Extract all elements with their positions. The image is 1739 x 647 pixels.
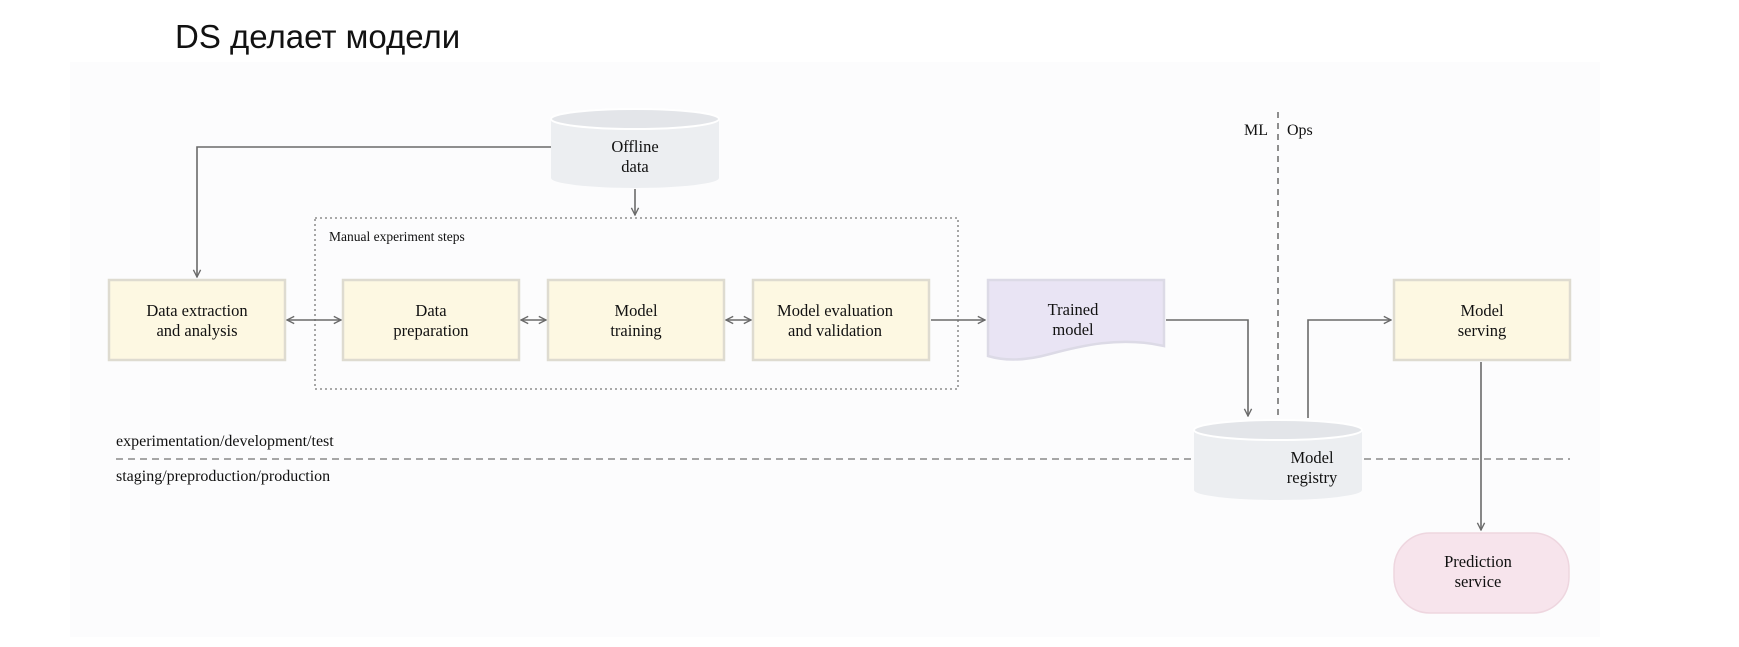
arrow-trained-model-to-registry [1166, 319, 1248, 416]
arrow-registry-to-serving [1307, 320, 1391, 418]
data-extraction-label-line-2: and analysis [156, 321, 237, 340]
model-serving-label-line-1: Model [1460, 301, 1503, 320]
ops-label: Ops [1287, 122, 1313, 139]
data-preparation-box: Data preparation [341, 278, 521, 362]
trained-model-artifact: Trained model [986, 278, 1166, 361]
prediction-service-label-line-2: service [1455, 572, 1502, 591]
data-preparation-label-line-1: Data [415, 301, 447, 320]
data-preparation-label-line-2: preparation [393, 321, 468, 340]
trained-model-label-line-1: Trained [1048, 300, 1099, 319]
offline-data-label-line-2: data [621, 157, 649, 176]
model-registry-store: Model registry [1193, 419, 1363, 500]
prediction-service-label-line-1: Prediction [1444, 552, 1512, 571]
zone-label-development: experimentation/development/test [116, 433, 334, 450]
model-serving-box: Model serving [1392, 278, 1572, 362]
prediction-service-node: Prediction service [1393, 532, 1570, 614]
model-registry-label-line-1: Model [1290, 448, 1333, 467]
slide-title: DS делает модели [175, 18, 461, 55]
model-training-label-line-2: training [610, 321, 661, 340]
model-evaluation-label-line-1: Model evaluation [777, 301, 893, 320]
offline-data-store: Offline data [550, 108, 720, 188]
model-serving-label-line-2: serving [1458, 321, 1507, 340]
manual-experiment-label: Manual experiment steps [329, 229, 465, 244]
model-training-label-line-1: Model [614, 301, 657, 320]
model-registry-label-line-2: registry [1287, 468, 1338, 487]
data-extraction-label-line-1: Data extraction [146, 301, 247, 320]
offline-data-label-line-1: Offline [611, 137, 658, 156]
zone-label-production: staging/preproduction/production [116, 468, 330, 485]
model-evaluation-box: Model evaluation and validation [751, 278, 931, 362]
data-extraction-box: Data extraction and analysis [107, 278, 287, 362]
ml-label: ML [1244, 122, 1268, 139]
arrow-offline-to-extraction [197, 146, 551, 277]
manual-experiment-container [314, 217, 959, 390]
model-training-box: Model training [546, 278, 726, 362]
trained-model-label-line-2: model [1052, 320, 1094, 339]
model-evaluation-label-line-2: and validation [788, 321, 882, 340]
